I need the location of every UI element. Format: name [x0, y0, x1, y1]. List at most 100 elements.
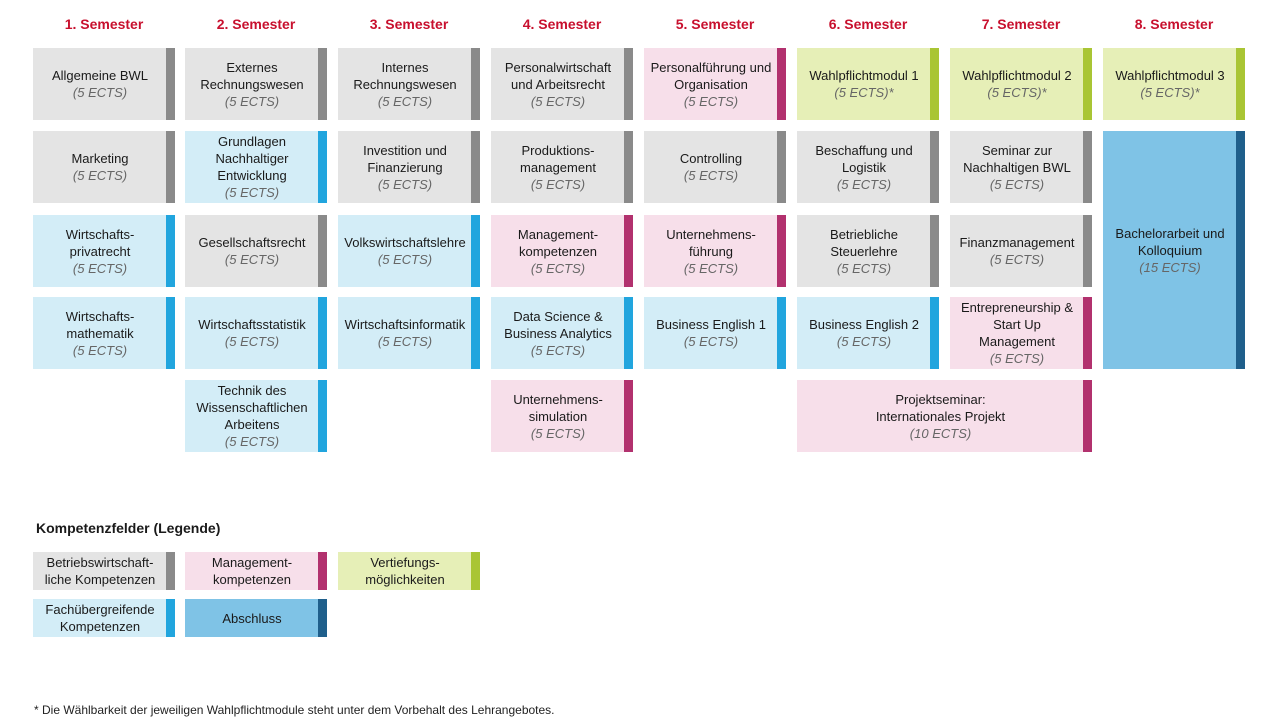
- module-ects: (5 ECTS)*: [1140, 85, 1200, 100]
- module-ects: (5 ECTS): [683, 168, 739, 183]
- module-box: Marketing (5 ECTS): [33, 131, 175, 203]
- module-ects: (5 ECTS): [989, 351, 1045, 366]
- module-box: Produktions-management(5 ECTS): [491, 131, 633, 203]
- module-box: Allgemeine BWL (5 ECTS): [33, 48, 175, 120]
- module-box: Volkswirtschaftslehre(5 ECTS): [338, 215, 480, 287]
- module-name: Wirtschaftsstatistik: [198, 317, 306, 332]
- module-box: Wirtschaftsinformatik (5 ECTS): [338, 297, 480, 369]
- module-ects: (5 ECTS): [224, 434, 280, 449]
- module-ects: (5 ECTS): [530, 260, 586, 276]
- legend-item-dark: Abschluss: [185, 599, 327, 637]
- module-ects: (5 ECTS): [989, 176, 1045, 192]
- module-ects: (5 ECTS): [377, 334, 433, 349]
- module-box: Unternehmens-führung(5 ECTS): [644, 215, 786, 287]
- module-ects: (5 ECTS): [683, 93, 739, 109]
- module-ects: (5 ECTS): [377, 93, 433, 109]
- module-ects: (5 ECTS): [377, 176, 433, 192]
- module-ects: (5 ECTS): [72, 168, 128, 183]
- module-box: Business English 2(5 ECTS): [797, 297, 939, 369]
- module-box: Gesellschaftsrecht(5 ECTS): [185, 215, 327, 287]
- module-ects: (10 ECTS): [909, 425, 972, 441]
- module-ects: (5 ECTS): [836, 176, 892, 192]
- module-box: Wirtschafts-mathematik(5 ECTS): [33, 297, 175, 369]
- module-ects: (5 ECTS): [224, 252, 280, 267]
- module-box: Finanzmanagement(5 ECTS): [950, 215, 1092, 287]
- legend-label: Abschluss: [222, 610, 282, 626]
- module-name: Allgemeine BWL: [51, 68, 149, 83]
- module-box: Business English 1 (5 ECTS): [644, 297, 786, 369]
- module-name: Wahlpflichtmodul 1: [809, 68, 919, 83]
- module-name: Management-kompetenzen: [517, 226, 599, 259]
- module-box: Data Science &Business Analytics(5 ECTS): [491, 297, 633, 369]
- module-ects: (5 ECTS): [530, 93, 586, 109]
- semester-header-3: 3. Semester: [369, 16, 449, 32]
- module-name: Wirtschafts-mathematik: [65, 308, 135, 341]
- module-name: Projektseminar:Internationales Projekt: [875, 391, 1006, 424]
- module-name: Wirtschaftsinformatik: [344, 317, 466, 332]
- module-box: Controlling (5 ECTS): [644, 131, 786, 203]
- module-box: Wirtschafts-privatrecht(5 ECTS): [33, 215, 175, 287]
- module-name: Marketing: [71, 151, 129, 166]
- module-name: Wirtschafts-privatrecht: [65, 226, 135, 259]
- module-name: Produktions-management: [520, 142, 596, 175]
- module-box: Projektseminar:Internationales Projekt(1…: [797, 380, 1092, 452]
- legend-item-green: Vertiefungs-möglichkeiten: [338, 552, 480, 590]
- legend-label: Management-kompetenzen: [211, 555, 293, 587]
- module-name: Controlling: [679, 151, 743, 166]
- footnote: * Die Wählbarkeit der jeweiligen Wahlpfl…: [34, 703, 555, 717]
- module-ects: (5 ECTS): [377, 252, 433, 267]
- module-ects: (15 ECTS): [1139, 259, 1201, 275]
- semester-header-4: 4. Semester: [522, 16, 602, 32]
- module-box: Wirtschaftsstatistik(5 ECTS): [185, 297, 327, 369]
- module-name: Unternehmens-führung: [666, 226, 756, 259]
- module-box: Wahlpflichtmodul 1(5 ECTS)*: [797, 48, 939, 120]
- module-box: Unternehmens-simulation(5 ECTS): [491, 380, 633, 452]
- module-ects: (5 ECTS): [72, 85, 128, 100]
- module-name: Wahlpflichtmodul 2: [962, 68, 1072, 83]
- semester-header-8: 8. Semester: [1134, 16, 1214, 32]
- semester-header-1: 1. Semester: [64, 16, 144, 32]
- semester-header-2: 2. Semester: [216, 16, 296, 32]
- legend-title: Kompetenzfelder (Legende): [36, 520, 221, 536]
- module-box: Management-kompetenzen(5 ECTS): [491, 215, 633, 287]
- semester-header-6: 6. Semester: [828, 16, 908, 32]
- module-ects: (5 ECTS): [530, 342, 586, 358]
- module-name: Business English 1: [656, 317, 766, 332]
- module-box: Wahlpflichtmodul 3(5 ECTS)*: [1103, 48, 1245, 120]
- legend-item-pink: Management-kompetenzen: [185, 552, 327, 590]
- module-ects: (5 ECTS): [530, 425, 586, 441]
- module-ects: (5 ECTS): [683, 334, 739, 349]
- module-box: Wahlpflichtmodul 2(5 ECTS)*: [950, 48, 1092, 120]
- module-ects: (5 ECTS): [72, 260, 128, 276]
- semester-header-5: 5. Semester: [675, 16, 755, 32]
- legend-label: Betriebswirtschaft-liche Kompetenzen: [44, 555, 156, 587]
- module-name: Finanzmanagement: [959, 235, 1075, 250]
- legend-label: Vertiefungs-möglichkeiten: [365, 555, 445, 587]
- module-ects: (5 ECTS): [72, 342, 128, 358]
- module-name: Data Science &Business Analytics: [504, 308, 612, 341]
- module-name: Unternehmens-simulation: [513, 391, 603, 424]
